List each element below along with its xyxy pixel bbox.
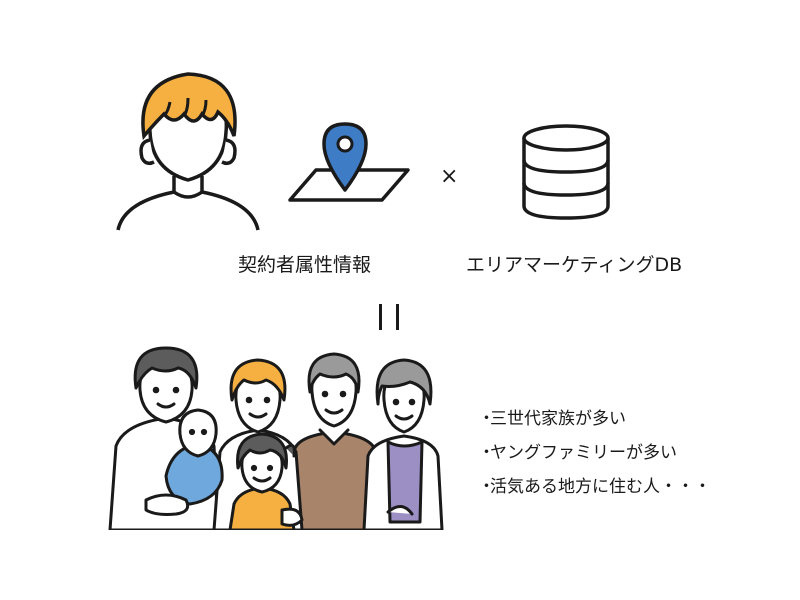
list-item-text: 三世代家族が多い: [490, 409, 626, 429]
map-pin-icon: [288, 122, 410, 202]
person-silhouette-icon: [116, 72, 260, 231]
list-item: ・活気ある地方に住む人・・・: [478, 470, 711, 504]
bullet-marker: ・: [478, 409, 495, 429]
grandma-figure: [362, 358, 444, 530]
baby-figure: [144, 408, 224, 516]
list-item-text: 活気ある地方に住む人・・・: [490, 477, 711, 497]
girl-figure: [228, 432, 304, 530]
bullet-marker: ・: [478, 477, 495, 497]
list-item: ・三世代家族が多い: [478, 402, 711, 436]
family-illustration: [108, 346, 444, 530]
area-marketing-db-label: エリアマーケティングDB: [466, 254, 683, 276]
list-item-text: ヤングファミリーが多い: [490, 443, 677, 463]
characteristics-list: ・三世代家族が多い ・ヤングファミリーが多い ・活気ある地方に住む人・・・: [478, 402, 711, 504]
contractor-attributes-label: 契約者属性情報: [238, 254, 372, 276]
database-icon: [522, 124, 610, 220]
list-item: ・ヤングファミリーが多い: [478, 436, 711, 470]
bullet-marker: ・: [478, 443, 495, 463]
grandpa-figure: [292, 352, 378, 530]
multiply-icon: ×: [440, 164, 459, 189]
equals-icon: [377, 304, 403, 330]
